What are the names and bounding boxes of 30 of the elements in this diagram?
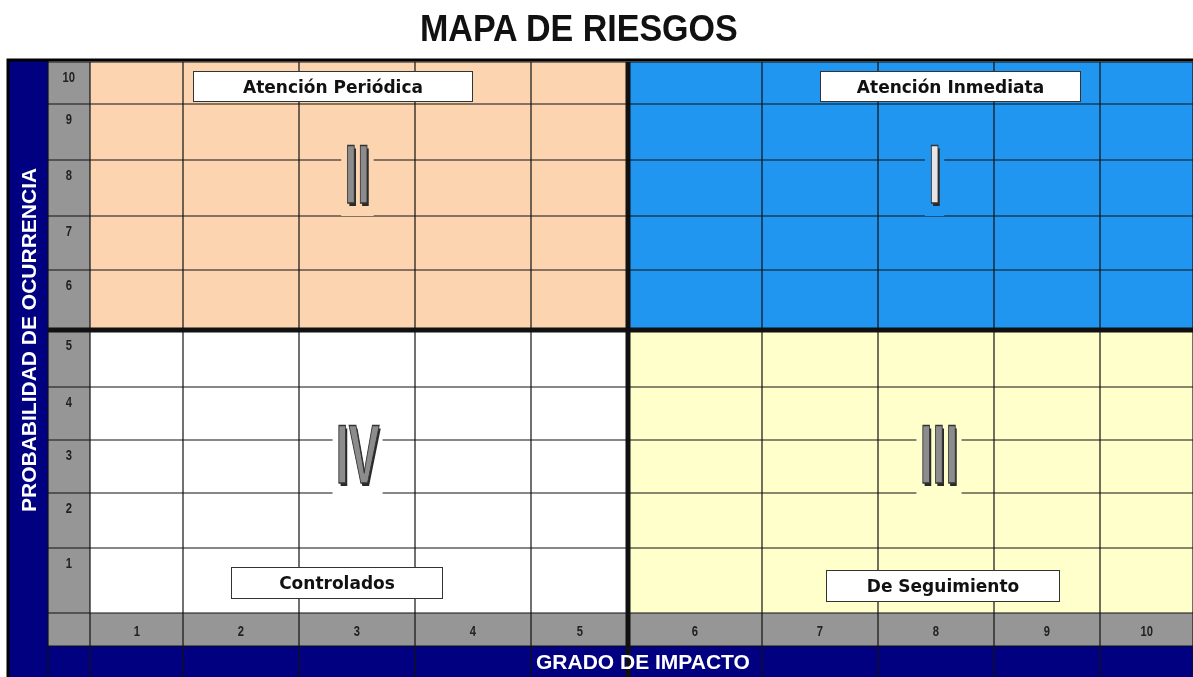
tick-label: 9 (1043, 624, 1050, 638)
tick-label: 10 (62, 70, 75, 84)
quadrant-label: Atención Periódica (193, 71, 473, 102)
tick-label: 1 (65, 556, 72, 570)
quadrant-label: Atención Inmediata (820, 71, 1081, 102)
tick-label: 9 (65, 112, 72, 126)
risk-quadrant (90, 62, 628, 330)
tick-label: 3 (65, 448, 72, 462)
tick-label: 5 (65, 338, 72, 352)
tick-label: 7 (65, 224, 72, 238)
quadrant-label: De Seguimiento (826, 570, 1060, 602)
tick-label: 1 (133, 624, 140, 638)
tick-label: 5 (576, 624, 583, 638)
tick-label: 8 (932, 624, 939, 638)
tick-label: 2 (237, 624, 244, 638)
axis-title: PROBABILIDAD DE OCURRENCIA (17, 167, 39, 512)
title: MAPA DE RIESGOS (420, 10, 738, 47)
tick-label: 3 (353, 624, 360, 638)
tick-label: 8 (65, 168, 72, 182)
tick-label: 2 (65, 501, 72, 515)
tick-label: 10 (1140, 624, 1153, 638)
axis-title: GRADO DE IMPACTO (536, 651, 750, 672)
tick-label: 6 (65, 278, 72, 292)
tick-label: 4 (469, 624, 476, 638)
tick-label: 7 (816, 624, 823, 638)
quadrant-label: Controlados (231, 567, 443, 599)
tick-label: 4 (65, 395, 72, 409)
tick-label: 6 (691, 624, 698, 638)
risk-quadrant (628, 330, 1193, 613)
risk-quadrant (628, 62, 1193, 330)
